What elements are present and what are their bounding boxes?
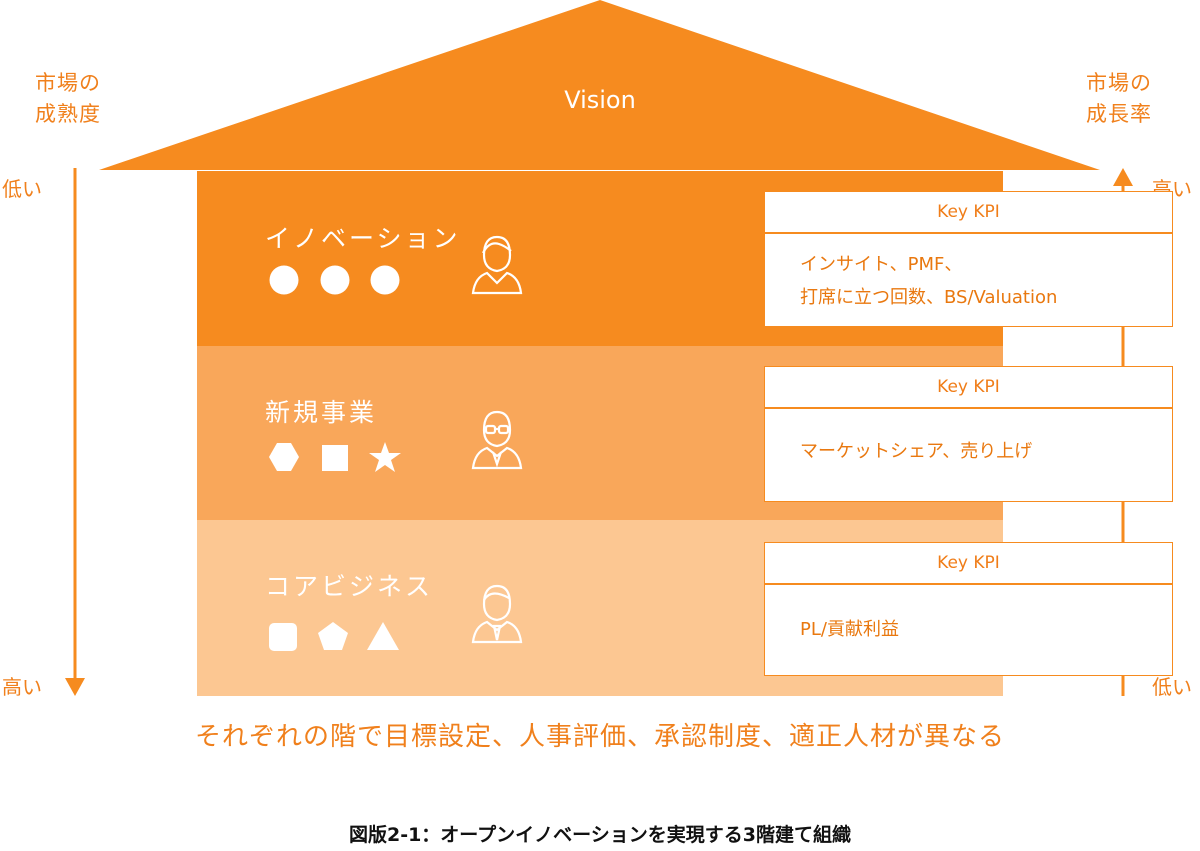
circle-icon [269,265,299,295]
hexagon-icon [269,443,299,471]
kpi-body: マーケットシェア、売り上げ [765,409,1172,468]
kpi-body: PL/貢献利益 [765,585,1172,646]
floor-icons [269,622,399,651]
rounded-square-icon [269,623,297,651]
figure-caption: 図版2-1：オープンイノベーションを実現する3階建て組織 [348,824,852,846]
left-axis-top-label: 低い [2,177,42,201]
floor-innovation: イノベーション Key KPI インサイト、PMF、 打席に立つ回数、BS/Va… [197,171,1173,346]
floor-icons [269,442,401,472]
kpi-header: Key KPI [765,192,1172,234]
pentagon-icon [318,622,348,650]
kpi-line: 打席に立つ回数、BS/Valuation [800,287,1058,308]
right-axis-bottom-label: 低い [1152,675,1192,699]
floor-core-business: コアビジネス Key KPI PL/貢献利益 [197,520,1173,696]
circle-icon [370,265,400,295]
right-axis-title: 市場の 成長率 [1086,68,1152,130]
kpi-box: Key KPI インサイト、PMF、 打席に立つ回数、BS/Valuation [764,191,1173,327]
glasses-person-icon [471,410,523,470]
floor-name: 新規事業 [265,398,378,427]
floor-differences-caption: それぞれの階で目標設定、人事評価、承認制度、適正人材が異なる [194,722,1005,752]
kpi-line: マーケットシェア、売り上げ [800,441,1033,462]
floor-name: コアビジネス [265,572,434,601]
vision-label: Vision [564,86,636,114]
floor-icons [269,265,400,295]
kpi-box: Key KPI マーケットシェア、売り上げ [764,366,1173,502]
left-axis-title-line2: 成熟度 [35,102,101,126]
star-icon [369,442,401,472]
kpi-line: インサイト、PMF、 [800,254,963,275]
roof [99,0,1100,170]
down-arrow-icon [65,168,85,696]
left-axis-bottom-label: 高い [2,675,42,699]
kpi-line: PL/貢献利益 [800,619,899,640]
circle-icon [320,265,350,295]
floor-name: イノベーション [265,224,461,253]
left-axis-title: 市場の 成熟度 [35,68,101,130]
floor-new-business: 新規事業 Key KPI マーケットシェア、売り上げ [197,346,1173,520]
kpi-header: Key KPI [765,543,1172,585]
kpi-body: インサイト、PMF、 打席に立つ回数、BS/Valuation [765,234,1172,314]
suit-person-icon [471,584,523,644]
right-axis-title-line2: 成長率 [1086,102,1152,126]
kpi-header: Key KPI [765,367,1172,409]
triangle-icon [367,622,399,650]
left-axis-title-line1: 市場の [35,71,101,95]
square-icon [322,445,348,471]
right-axis-title-line1: 市場の [1086,71,1152,95]
casual-person-icon [471,235,523,295]
kpi-box: Key KPI PL/貢献利益 [764,542,1173,676]
